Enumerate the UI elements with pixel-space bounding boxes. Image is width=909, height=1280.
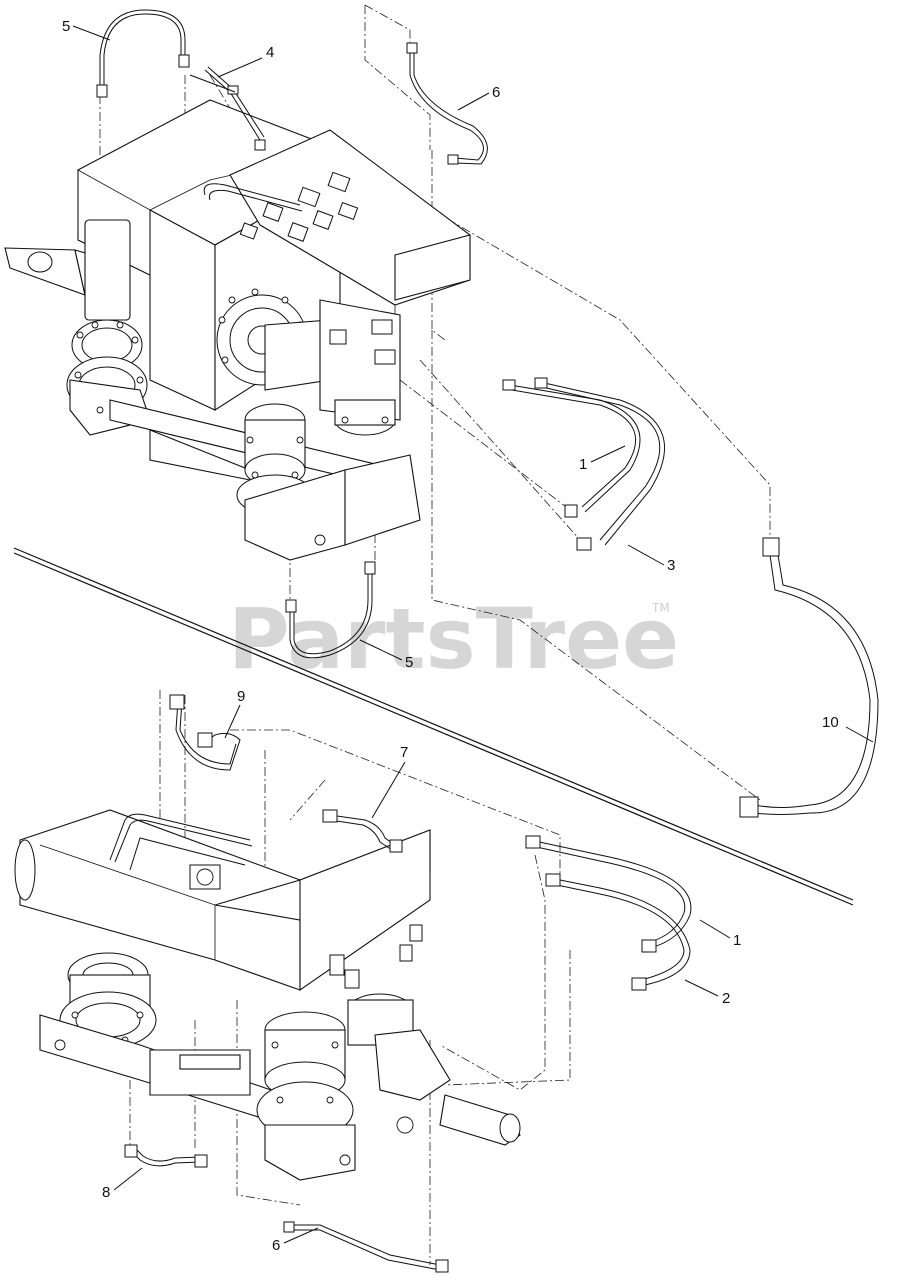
watermark-text: PartsTree <box>228 590 679 688</box>
section-divider <box>13 547 854 906</box>
callout-label: 3 <box>667 557 675 574</box>
callout-bot-2: 2 <box>684 979 730 1007</box>
callout-label: 2 <box>722 990 730 1007</box>
callout-label: 9 <box>237 688 245 705</box>
callout-bot-6: 6 <box>272 1227 319 1254</box>
callout-top-5: 5 <box>62 18 111 41</box>
upper-hydraulic-assembly <box>4 4 879 818</box>
callout-label: 1 <box>579 456 587 473</box>
callout-top-4: 4 <box>217 44 274 78</box>
callouts: 5 4 6 1 3 5 10 9 <box>62 18 874 1254</box>
watermark: PartsTree TM <box>228 590 679 688</box>
callout-label: 5 <box>62 18 70 35</box>
callout-label: 8 <box>102 1184 110 1201</box>
watermark-trademark: TM <box>651 601 670 615</box>
callout-top-1: 1 <box>579 445 626 473</box>
callout-bot-8: 8 <box>102 1167 143 1201</box>
callout-label: 4 <box>266 44 274 61</box>
callout-label: 1 <box>733 932 741 949</box>
callout-top-6: 6 <box>457 84 500 111</box>
callout-bot-9: 9 <box>224 688 245 739</box>
callout-mid-5: 5 <box>359 639 413 671</box>
callout-label: 7 <box>400 744 408 761</box>
callout-label: 6 <box>492 84 500 101</box>
callout-bot-1: 1 <box>699 919 741 949</box>
callout-top-10: 10 <box>822 714 874 743</box>
callout-label: 5 <box>405 654 413 671</box>
callout-bot-7: 7 <box>371 744 408 819</box>
callout-label: 6 <box>272 1237 280 1254</box>
callout-top-3: 3 <box>627 544 675 574</box>
callout-label: 10 <box>822 714 839 731</box>
lower-hydraulic-assembly <box>14 690 692 1273</box>
